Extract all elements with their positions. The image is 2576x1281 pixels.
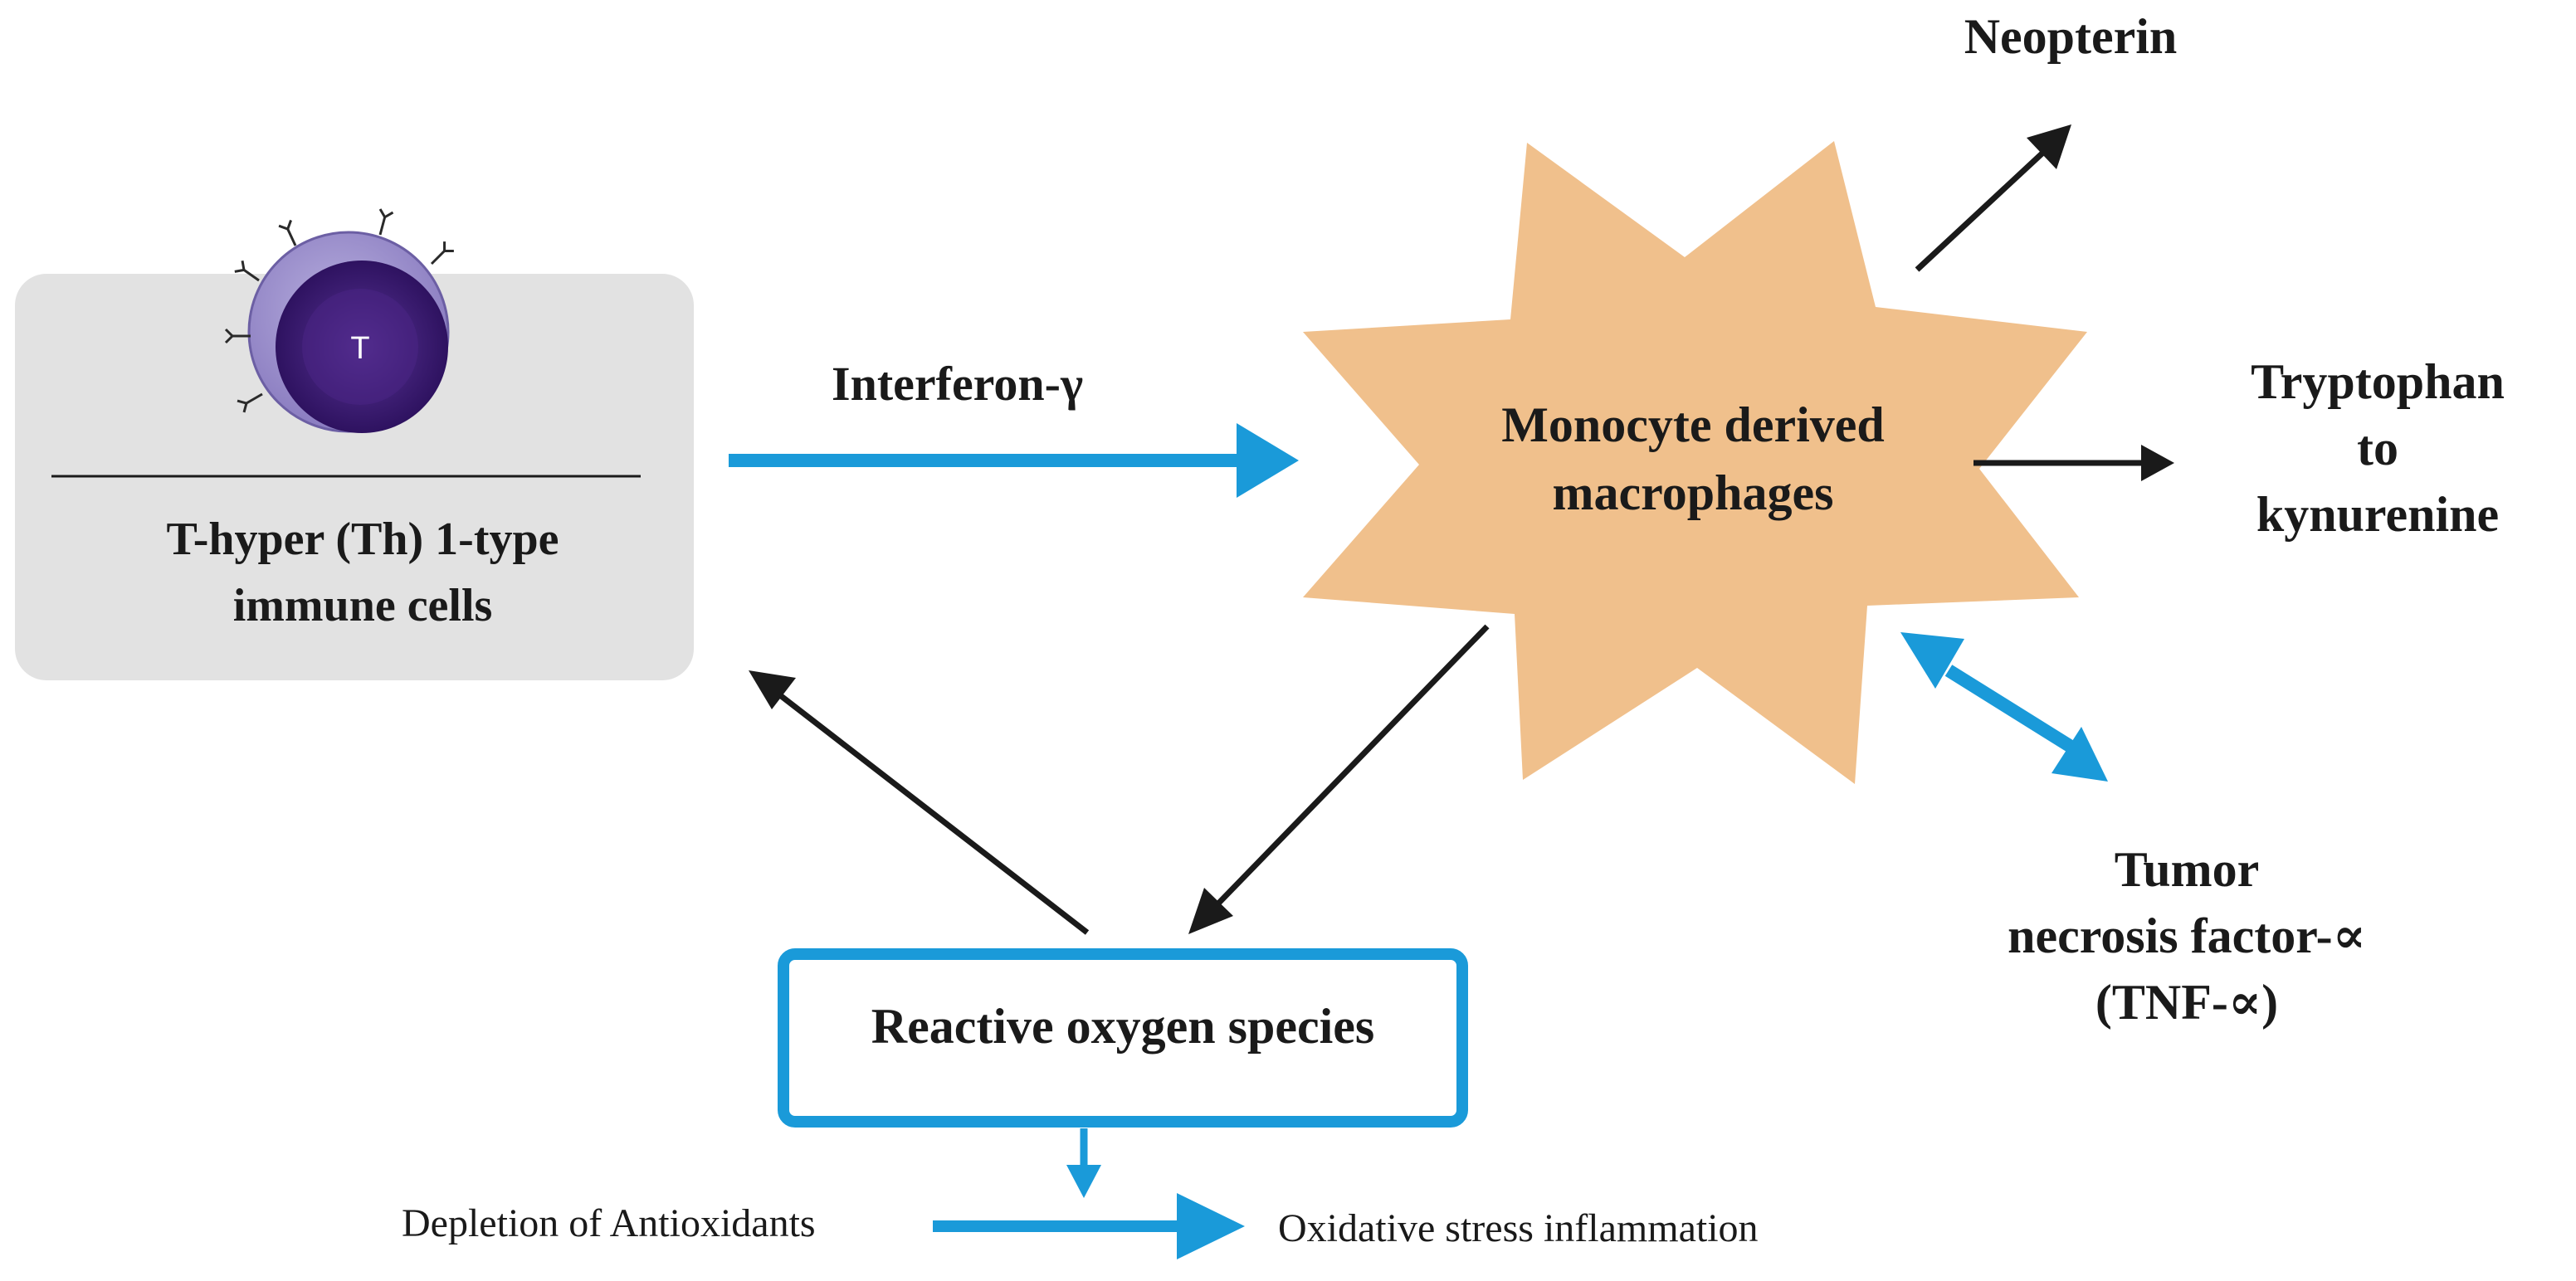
t-cells-label-line2: immune cells <box>233 580 493 631</box>
macrophages-node: Monocyte derived macrophages <box>1303 141 2087 784</box>
tnf-edge <box>1900 632 2108 782</box>
interferon-label: Interferon-γ <box>832 357 1083 411</box>
tryptophan-label-line3: kynurenine <box>2256 487 2499 542</box>
tnf-arrow-head-upper <box>1900 632 1964 689</box>
t-cell-icon: T <box>224 208 454 433</box>
t-cells-node: T-hyper (Th) 1-type immune cells <box>15 274 694 680</box>
macrophages-to-ros-arrow-head <box>1188 888 1233 934</box>
macrophages-label-line1: Monocyte derived <box>1501 397 1885 452</box>
interferon-arrow-head <box>1237 423 1299 498</box>
tryptophan-edge <box>1973 445 2174 481</box>
ros-label: Reactive oxygen species <box>871 999 1375 1054</box>
tnf-arrow-head-lower <box>2052 727 2108 782</box>
t-cells-label-line1: T-hyper (Th) 1-type <box>167 514 559 565</box>
tryptophan-label-line2: to <box>2357 421 2398 475</box>
depletion-to-oxidative-arrow-head <box>1177 1193 1245 1259</box>
depletion-to-oxidative-edge <box>933 1193 1245 1259</box>
ros-to-tcells-arrow-head <box>749 670 796 709</box>
receptor-icons <box>224 208 454 413</box>
tryptophan-label-line1: Tryptophan <box>2251 354 2505 409</box>
ros-box <box>778 948 1468 1128</box>
neopterin-edge <box>1915 124 2071 272</box>
neopterin-arrow-head <box>2027 124 2071 169</box>
interferon-edge: Interferon-γ <box>729 357 1299 498</box>
neopterin-label: Neopterin <box>1964 9 2178 64</box>
macrophages-star <box>1303 141 2087 784</box>
t-cell-letter: T <box>350 331 369 366</box>
oxidative-label: Oxidative stress inflammation <box>1278 1206 1759 1250</box>
tnf-label-line2: necrosis factor-∝ <box>2008 908 2366 963</box>
macrophages-label-line2: macrophages <box>1553 465 1834 520</box>
ros-down-edge <box>1066 1128 1101 1198</box>
ros-node: Reactive oxygen species <box>778 948 1468 1128</box>
macrophages-to-ros-edge <box>1188 624 1490 934</box>
tryptophan-arrow-head <box>2141 445 2174 481</box>
tnf-label-line3: (TNF-∝) <box>2095 975 2278 1030</box>
depletion-label: Depletion of Antioxidants <box>402 1201 816 1245</box>
ros-down-arrow-head <box>1066 1165 1101 1198</box>
ros-to-tcells-edge <box>749 670 1090 935</box>
tnf-label-line1: Tumor <box>2115 842 2260 897</box>
